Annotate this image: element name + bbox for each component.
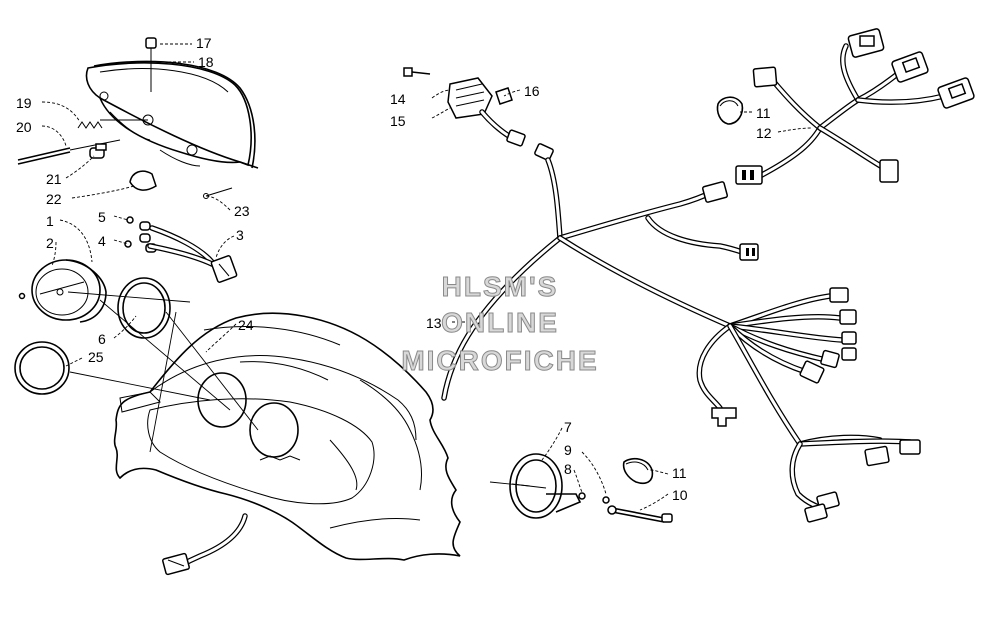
headlight-assembly [85, 60, 259, 169]
callout-13: 13 [426, 315, 442, 331]
ring-part-25 [14, 341, 70, 395]
callout-6: 6 [98, 331, 106, 347]
clip-part-17 [145, 37, 157, 92]
callout-16: 16 [524, 83, 540, 99]
callout-labels: 17 18 19 20 21 22 23 5 4 3 1 2 6 25 24 1… [16, 35, 772, 503]
callout-18: 18 [198, 54, 214, 70]
socket-part-21 [89, 143, 107, 159]
watermark-line-2: ONLINE [441, 307, 559, 338]
callout-25: 25 [88, 349, 104, 365]
gauge-assembly [18, 259, 107, 323]
callout-15: 15 [390, 113, 406, 129]
watermark-line-3: MICROFICHE [401, 345, 598, 376]
watermark-line-1: HLSM'S [442, 271, 559, 302]
callout-24: 24 [238, 317, 254, 333]
harness-part-12 [735, 28, 975, 185]
callout-11-upper: 11 [756, 105, 771, 121]
harness-part-3 [147, 225, 238, 283]
washer-part-8 [578, 492, 586, 500]
callout-17: 17 [196, 35, 212, 51]
callout-21: 21 [46, 171, 62, 187]
ring-part-6 [117, 277, 171, 339]
adjuster-part-23 [203, 187, 233, 199]
callout-7: 7 [564, 419, 572, 435]
callout-23: 23 [234, 203, 250, 219]
callout-4: 4 [98, 233, 106, 249]
regulator-part-15 [403, 67, 526, 147]
callout-14: 14 [390, 91, 406, 107]
callout-19: 19 [16, 95, 32, 111]
nut-part-9 [602, 496, 610, 504]
callout-11-lower: 11 [672, 465, 687, 481]
dash-panel-part-24 [113, 312, 461, 576]
screw-part-20 [17, 139, 121, 165]
callout-10: 10 [672, 487, 688, 503]
cable-part-10 [607, 505, 673, 523]
callout-3: 3 [236, 227, 244, 243]
clamp-part-11-lower [622, 457, 654, 485]
callout-1: 1 [46, 213, 54, 229]
watermark: HLSM'S ONLINE MICROFICHE [401, 271, 598, 377]
callout-20: 20 [16, 119, 32, 135]
callout-2: 2 [46, 235, 54, 251]
clamp-part-11-upper [716, 96, 744, 125]
callout-5: 5 [98, 209, 106, 225]
boot-part-22 [129, 170, 157, 191]
callout-12: 12 [756, 125, 772, 141]
spring-part-19 [77, 121, 103, 129]
leader-lines [41, 43, 813, 511]
callout-22: 22 [46, 191, 62, 207]
callout-9: 9 [564, 442, 572, 458]
callout-8: 8 [564, 461, 572, 477]
main-harness-part-13 [441, 143, 921, 523]
